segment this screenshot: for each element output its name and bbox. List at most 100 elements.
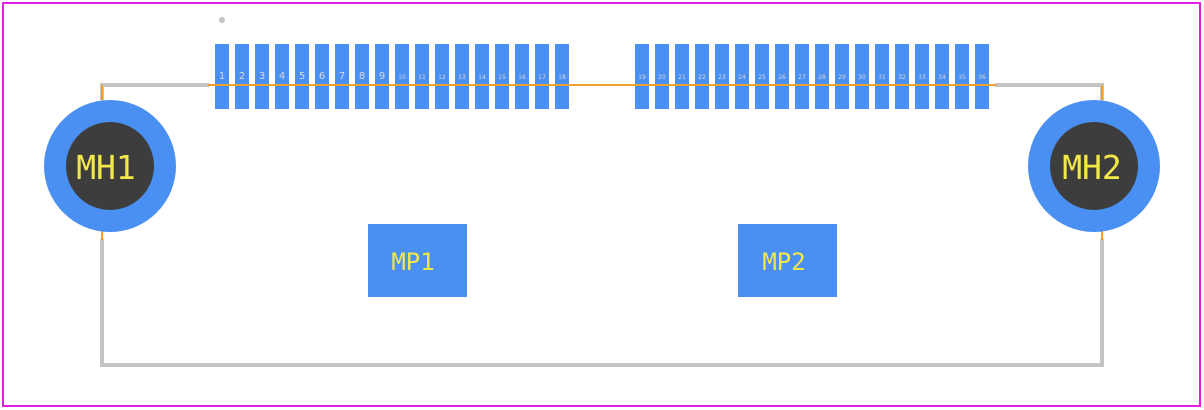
signal-pad[interactable]: 22 (695, 44, 709, 109)
signal-pad-copper (755, 44, 769, 109)
signal-pad-copper (675, 44, 689, 109)
signal-pad[interactable]: 1 (215, 44, 229, 109)
signal-pad-number: 12 (438, 74, 446, 81)
signal-pad[interactable]: 26 (775, 44, 789, 109)
signal-pad[interactable]: 16 (515, 44, 529, 109)
signal-pad-copper (235, 44, 249, 109)
signal-pad-number: 1 (219, 71, 225, 82)
signal-pad-copper (295, 44, 309, 109)
signal-pad-copper (275, 44, 289, 109)
mechanical-pad-mp2-copper (738, 224, 837, 297)
signal-pad-copper (215, 44, 229, 109)
signal-pad[interactable]: 35 (955, 44, 969, 109)
signal-pad[interactable]: 23 (715, 44, 729, 109)
signal-pad-number: 2 (239, 71, 245, 82)
signal-pad[interactable]: 19 (635, 44, 649, 109)
signal-pad[interactable]: 30 (855, 44, 869, 109)
silkscreen-outline-top-right (994, 83, 1104, 101)
signal-pad[interactable]: 11 (415, 44, 429, 109)
signal-pad-number: 35 (958, 74, 966, 81)
mounting-hole-mh2[interactable]: MH2 (1028, 100, 1160, 232)
signal-pad[interactable]: 2 (235, 44, 249, 109)
signal-pad[interactable]: 20 (655, 44, 669, 109)
signal-pad[interactable]: 9 (375, 44, 389, 109)
signal-pad-copper (775, 44, 789, 109)
signal-pad-copper (355, 44, 369, 109)
signal-pad-number: 21 (678, 74, 686, 81)
mechanical-pad-mp1-label: MP1 (391, 248, 434, 276)
signal-pad[interactable]: 12 (435, 44, 449, 109)
signal-pad[interactable]: 14 (475, 44, 489, 109)
signal-pad[interactable]: 32 (895, 44, 909, 109)
signal-pad-number: 30 (858, 74, 866, 81)
signal-pad-copper (375, 44, 389, 109)
pin1-indicator-dot (219, 17, 225, 23)
mechanical-pad-mp1[interactable]: MP1 (368, 224, 467, 297)
silkscreen-outline-top-left (100, 83, 210, 101)
signal-pad-copper (955, 44, 969, 109)
signal-pad-copper (455, 44, 469, 109)
signal-pad-copper (555, 44, 569, 109)
signal-pad-copper (875, 44, 889, 109)
silkscreen-outline-bottom (100, 238, 1104, 367)
signal-pad[interactable]: 18 (555, 44, 569, 109)
signal-pad[interactable]: 10 (395, 44, 409, 109)
signal-pad-number: 22 (698, 74, 706, 81)
signal-pad[interactable]: 33 (915, 44, 929, 109)
signal-pad[interactable]: 25 (755, 44, 769, 109)
signal-pad-copper (635, 44, 649, 109)
signal-pad[interactable]: 6 (315, 44, 329, 109)
signal-pad-number: 6 (319, 71, 325, 82)
signal-pad-number: 29 (838, 74, 846, 81)
signal-pad-copper (795, 44, 809, 109)
signal-pad-number: 18 (558, 74, 566, 81)
signal-pad[interactable]: 36 (975, 44, 989, 109)
signal-pad-copper (895, 44, 909, 109)
signal-pad-number: 19 (638, 74, 646, 81)
signal-pad[interactable]: 28 (815, 44, 829, 109)
signal-pad-number: 27 (798, 74, 806, 81)
signal-pad-copper (655, 44, 669, 109)
signal-pad[interactable]: 4 (275, 44, 289, 109)
signal-pad-copper (715, 44, 729, 109)
mounting-hole-mh1-drill (66, 122, 154, 210)
signal-pad[interactable]: 13 (455, 44, 469, 109)
signal-pad-copper (415, 44, 429, 109)
signal-pad[interactable]: 8 (355, 44, 369, 109)
signal-pad[interactable]: 15 (495, 44, 509, 109)
signal-pad[interactable]: 34 (935, 44, 949, 109)
signal-pad[interactable]: 5 (295, 44, 309, 109)
signal-pad[interactable]: 24 (735, 44, 749, 109)
signal-pad-number: 4 (279, 71, 285, 82)
signal-pad-number: 24 (738, 74, 746, 81)
signal-pad-copper (535, 44, 549, 109)
signal-pad-number: 31 (878, 74, 886, 81)
signal-pad-copper (735, 44, 749, 109)
signal-pad-number: 20 (658, 74, 666, 81)
signal-pad-copper (495, 44, 509, 109)
mounting-hole-mh1[interactable]: MH1 (44, 100, 176, 232)
signal-pad-number: 9 (379, 71, 385, 82)
signal-pad-number: 3 (259, 71, 265, 82)
signal-pad[interactable]: 7 (335, 44, 349, 109)
signal-pad-number: 5 (299, 71, 305, 82)
signal-pad[interactable]: 17 (535, 44, 549, 109)
signal-pad-number: 17 (538, 74, 546, 81)
signal-pad-copper (935, 44, 949, 109)
signal-pad-copper (475, 44, 489, 109)
signal-pad-copper (515, 44, 529, 109)
signal-pad-number: 7 (339, 71, 345, 82)
mechanical-pad-mp2-label: MP2 (762, 248, 805, 276)
signal-pad[interactable]: 29 (835, 44, 849, 109)
mechanical-pad-mp2[interactable]: MP2 (738, 224, 837, 297)
signal-pad[interactable]: 31 (875, 44, 889, 109)
signal-pad[interactable]: 3 (255, 44, 269, 109)
mechanical-pad-mp1-copper (368, 224, 467, 297)
signal-pad[interactable]: 27 (795, 44, 809, 109)
mounting-hole-mh2-drill (1050, 122, 1138, 210)
signal-pad[interactable]: 21 (675, 44, 689, 109)
